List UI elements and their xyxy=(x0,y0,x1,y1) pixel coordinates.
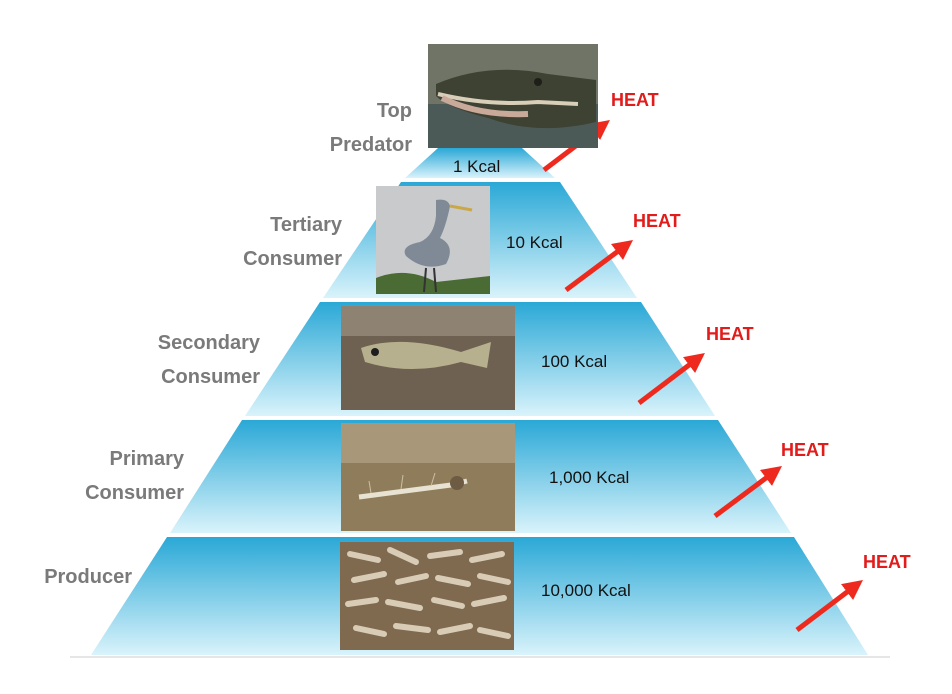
heat-arrow-producer xyxy=(795,579,863,632)
alligator-photo xyxy=(428,44,598,148)
fish-photo xyxy=(341,306,515,410)
level-label-producer: Producer xyxy=(20,560,132,594)
level-label-top-predator: Top Predator xyxy=(290,94,412,162)
energy-value-secondary-consumer: 100 Kcal xyxy=(541,352,608,371)
energy-value-producer: 10,000 Kcal xyxy=(541,581,631,600)
level-label-line: Consumer xyxy=(243,248,342,270)
heron-photo xyxy=(376,186,490,294)
energy-value-primary-consumer: 1,000 Kcal xyxy=(549,468,630,487)
mosquito-larva-photo xyxy=(341,423,515,531)
level-label-tertiary-consumer: Tertiary Consumer xyxy=(210,208,342,276)
heat-label-tertiary: HEAT xyxy=(633,211,681,231)
energy-value-top-predator: 1 Kcal xyxy=(453,157,501,176)
heat-label-primary: HEAT xyxy=(781,440,829,460)
algae-photo xyxy=(340,542,514,650)
level-label-line: Producer xyxy=(44,566,132,588)
heat-arrow-tertiary xyxy=(564,240,634,293)
tier-top-predator xyxy=(405,148,555,178)
level-label-line: Consumer xyxy=(85,482,184,504)
energy-value-tertiary-consumer: 10 Kcal xyxy=(506,233,563,252)
level-label-line: Primary xyxy=(109,448,185,470)
heat-arrow-primary xyxy=(713,466,783,519)
heat-label-top: HEAT xyxy=(611,90,659,110)
heat-label-secondary: HEAT xyxy=(706,324,754,344)
level-label-line: Tertiary xyxy=(270,214,342,236)
level-label-line: Top xyxy=(376,100,412,122)
level-label-line: Secondary xyxy=(157,332,260,354)
level-label-primary-consumer: Primary Consumer xyxy=(54,442,184,510)
level-label-line: Predator xyxy=(329,134,412,156)
heat-arrow-secondary xyxy=(637,352,705,405)
level-label-line: Consumer xyxy=(161,366,260,388)
level-label-secondary-consumer: Secondary Consumer xyxy=(120,326,260,394)
heat-label-producer: HEAT xyxy=(863,552,911,572)
